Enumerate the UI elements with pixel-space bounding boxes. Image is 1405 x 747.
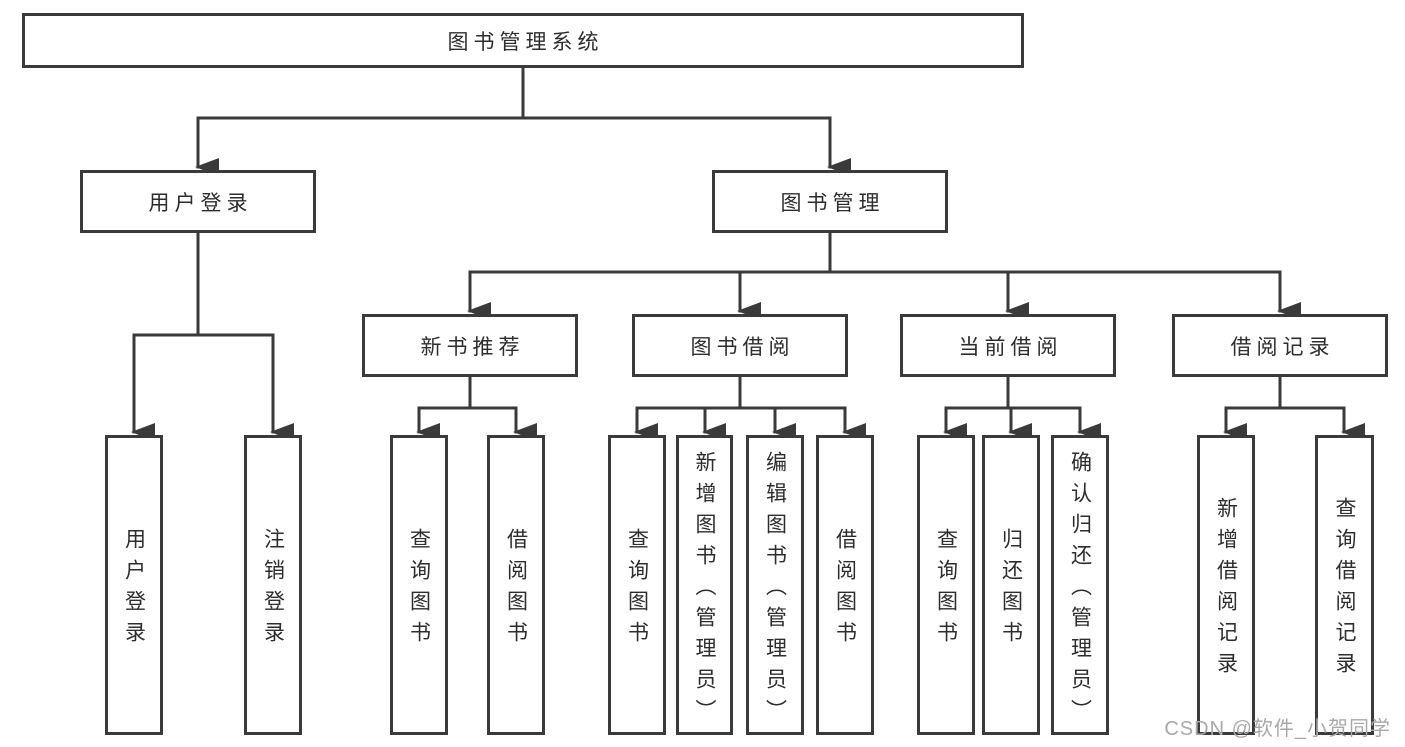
- leaf-edit-book-admin: 编辑图书（管理员）: [746, 435, 804, 735]
- leaf-borrow-books-borrowing-label: 借阅图书: [833, 528, 857, 652]
- leaf-return-books-label: 归还图书: [999, 528, 1023, 652]
- leaf-add-borrow-record-label: 新增借阅记录: [1214, 497, 1238, 683]
- node-book-management: 图书管理: [712, 170, 948, 233]
- leaf-user-login: 用户登录: [105, 435, 163, 735]
- leaf-logout-label: 注销登录: [261, 528, 285, 652]
- leaf-query-books-borrowing: 查询图书: [608, 435, 666, 735]
- leaf-borrow-books-recommend-label: 借阅图书: [504, 528, 528, 652]
- leaf-query-borrow-record-label: 查询借阅记录: [1333, 497, 1356, 683]
- leaf-query-borrow-record: 查询借阅记录: [1315, 435, 1374, 735]
- leaf-query-books-current: 查询图书: [917, 435, 975, 735]
- leaf-borrow-books-recommend: 借阅图书: [487, 435, 545, 735]
- leaf-query-books-borrowing-label: 查询图书: [625, 528, 649, 652]
- node-book-borrowing-label: 图书借阅: [690, 335, 795, 359]
- leaf-confirm-return-admin-label: 确认归还（管理员）: [1068, 450, 1092, 730]
- leaf-edit-book-admin-label: 编辑图书（管理员）: [763, 450, 787, 730]
- node-borrowing-records: 借阅记录: [1172, 314, 1388, 377]
- leaf-add-borrow-record: 新增借阅记录: [1197, 435, 1255, 735]
- node-borrowing-records-label: 借阅记录: [1230, 335, 1335, 359]
- leaf-user-login-label: 用户登录: [122, 528, 146, 652]
- node-user-login: 用户登录: [80, 170, 316, 233]
- leaf-add-book-admin: 新增图书（管理员）: [676, 435, 733, 735]
- node-current-borrowing-label: 当前借阅: [958, 335, 1063, 359]
- leaf-logout: 注销登录: [244, 435, 302, 735]
- node-current-borrowing: 当前借阅: [900, 314, 1116, 377]
- leaf-return-books: 归还图书: [982, 435, 1040, 735]
- watermark-text: CSDN @软件_小贺同学: [1164, 718, 1391, 740]
- leaf-query-books-recommend: 查询图书: [390, 435, 448, 735]
- node-new-book-recommendation-label: 新书推荐: [420, 335, 525, 359]
- node-new-book-recommendation: 新书推荐: [362, 314, 578, 377]
- node-library-management-system: 图书管理系统: [22, 13, 1024, 68]
- node-user-login-label: 用户登录: [148, 191, 253, 215]
- node-library-management-system-label: 图书管理系统: [447, 30, 604, 54]
- node-book-management-label: 图书管理: [780, 191, 885, 215]
- leaf-query-books-current-label: 查询图书: [934, 528, 958, 652]
- leaf-borrow-books-borrowing: 借阅图书: [816, 435, 874, 735]
- leaf-query-books-recommend-label: 查询图书: [407, 528, 431, 652]
- leaf-confirm-return-admin: 确认归还（管理员）: [1051, 435, 1109, 735]
- node-book-borrowing: 图书借阅: [632, 314, 848, 377]
- leaf-add-book-admin-label: 新增图书（管理员）: [693, 450, 716, 730]
